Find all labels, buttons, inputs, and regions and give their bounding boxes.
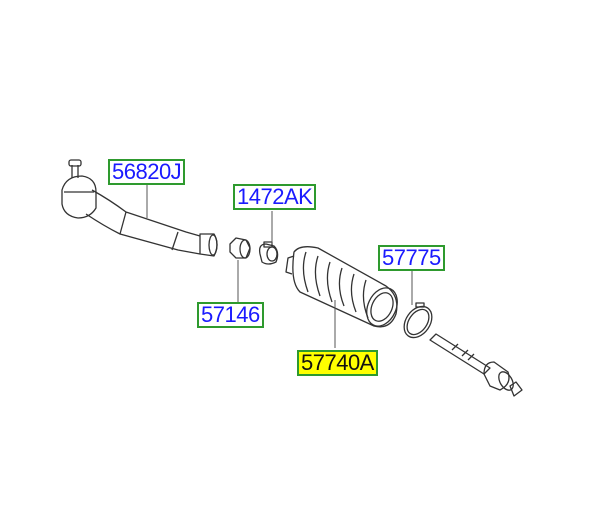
dust-boot-drawing	[285, 246, 398, 328]
part-label-57775[interactable]: 57775	[378, 245, 445, 271]
lock-nut-drawing	[229, 237, 251, 259]
part-label-57740a[interactable]: 57740A	[297, 350, 378, 376]
boot-clip-drawing	[258, 241, 279, 265]
boot-band-drawing	[403, 302, 433, 339]
inner-tie-rod-drawing	[429, 333, 523, 397]
part-label-56820j[interactable]: 56820J	[108, 159, 186, 185]
tie-rod-end-drawing	[61, 159, 218, 257]
part-label-1472ak[interactable]: 1472AK	[233, 184, 317, 210]
part-label-57146[interactable]: 57146	[197, 302, 264, 328]
